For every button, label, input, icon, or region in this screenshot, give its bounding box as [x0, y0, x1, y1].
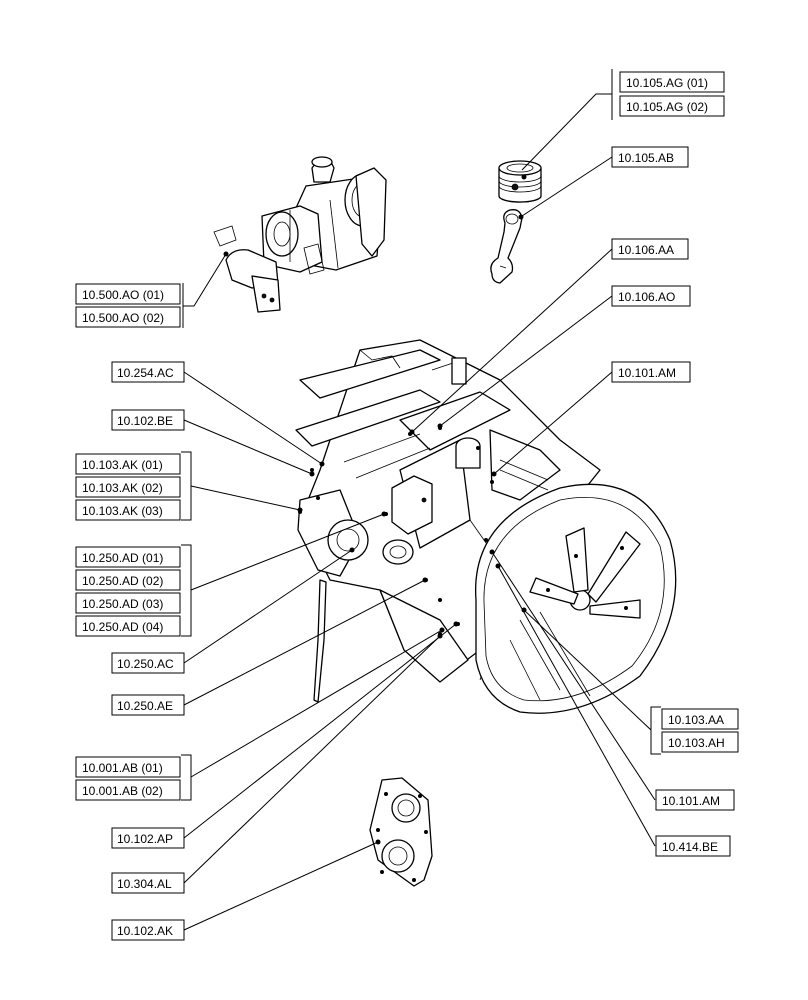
- callout-labels: 10.105.AG (01) 10.105.AG (02) 10.105.AB …: [75, 71, 739, 941]
- cooling-fan-illustration: [474, 483, 677, 714]
- callout-10-250-ad-02[interactable]: 10.250.AD (02): [75, 569, 181, 591]
- callout-10-103-ak-01[interactable]: 10.103.AK (01): [75, 453, 181, 475]
- callout-10-001-ab-01[interactable]: 10.001.AB (01): [75, 756, 181, 778]
- callout-10-001-ab-02[interactable]: 10.001.AB (02): [75, 779, 181, 801]
- piston-illustration: [498, 160, 542, 203]
- callout-label: 10.103.AA: [668, 713, 724, 727]
- callout-10-103-ah[interactable]: 10.103.AH: [661, 731, 739, 753]
- callout-label: 10.103.AH: [668, 736, 725, 750]
- callout-label: 10.103.AK (02): [82, 481, 163, 495]
- callout-10-250-ad-03[interactable]: 10.250.AD (03): [75, 592, 181, 614]
- callout-label: 10.250.AC: [117, 657, 174, 671]
- callout-10-250-ad-01[interactable]: 10.250.AD (01): [75, 546, 181, 568]
- leader-lines: [181, 69, 661, 931]
- exhaust-aftertreatment-illustration: [213, 156, 387, 313]
- callout-label: 10.102.BE: [117, 414, 173, 428]
- callout-10-500-ao-01[interactable]: 10.500.AO (01): [75, 283, 181, 305]
- callout-10-254-ac[interactable]: 10.254.AC: [111, 361, 185, 383]
- callout-label: 10.105.AB: [618, 151, 674, 165]
- callout-label: 10.106.AA: [618, 243, 674, 257]
- callout-10-500-ao-02[interactable]: 10.500.AO (02): [75, 306, 181, 328]
- callout-label: 10.500.AO (01): [82, 288, 164, 302]
- callout-label: 10.250.AE: [117, 699, 173, 713]
- front-cover-illustration: [369, 777, 433, 887]
- callout-10-102-ap[interactable]: 10.102.AP: [111, 827, 185, 849]
- callout-label: 10.500.AO (02): [82, 311, 164, 325]
- callout-label: 10.101.AM: [662, 794, 720, 808]
- callout-10-106-aa[interactable]: 10.106.AA: [611, 238, 689, 260]
- callout-label: 10.414.BE: [662, 840, 718, 854]
- callout-10-105-ab[interactable]: 10.105.AB: [611, 146, 689, 168]
- callout-label: 10.102.AK: [117, 924, 173, 938]
- callout-10-250-ae[interactable]: 10.250.AE: [111, 694, 185, 716]
- callout-10-105-ag-01[interactable]: 10.105.AG (01): [619, 71, 725, 93]
- callout-10-414-be[interactable]: 10.414.BE: [655, 835, 731, 857]
- callout-10-105-ag-02[interactable]: 10.105.AG (02): [619, 95, 725, 117]
- callout-10-101-am-bottom[interactable]: 10.101.AM: [655, 789, 735, 811]
- callout-label: 10.105.AG (02): [626, 100, 708, 114]
- callout-10-106-ao[interactable]: 10.106.AO: [611, 285, 691, 307]
- callout-10-103-ak-02[interactable]: 10.103.AK (02): [75, 476, 181, 498]
- callout-label: 10.102.AP: [117, 832, 173, 846]
- connecting-rod-illustration: [490, 209, 524, 284]
- callout-10-103-ak-03[interactable]: 10.103.AK (03): [75, 499, 181, 521]
- callout-10-102-be[interactable]: 10.102.BE: [111, 409, 185, 431]
- callout-label: 10.250.AD (04): [82, 620, 163, 634]
- callout-label: 10.106.AO: [618, 290, 675, 304]
- callout-label: 10.001.AB (02): [82, 784, 163, 798]
- callout-10-102-ak[interactable]: 10.102.AK: [111, 919, 185, 941]
- callout-label: 10.001.AB (01): [82, 761, 163, 775]
- callout-label: 10.105.AG (01): [626, 76, 708, 90]
- callout-10-304-al[interactable]: 10.304.AL: [111, 872, 185, 894]
- callout-label: 10.254.AC: [117, 366, 174, 380]
- callout-10-103-aa[interactable]: 10.103.AA: [661, 708, 739, 730]
- callout-label: 10.250.AD (03): [82, 597, 163, 611]
- callout-label: 10.250.AD (01): [82, 551, 163, 565]
- callout-label: 10.101.AM: [618, 366, 676, 380]
- callout-10-101-am-top[interactable]: 10.101.AM: [611, 361, 691, 383]
- callout-label: 10.304.AL: [117, 877, 172, 891]
- callout-10-250-ad-04[interactable]: 10.250.AD (04): [75, 615, 181, 637]
- callout-10-250-ac[interactable]: 10.250.AC: [111, 652, 185, 674]
- callout-label: 10.103.AK (03): [82, 504, 163, 518]
- callout-label: 10.250.AD (02): [82, 574, 163, 588]
- callout-label: 10.103.AK (01): [82, 458, 163, 472]
